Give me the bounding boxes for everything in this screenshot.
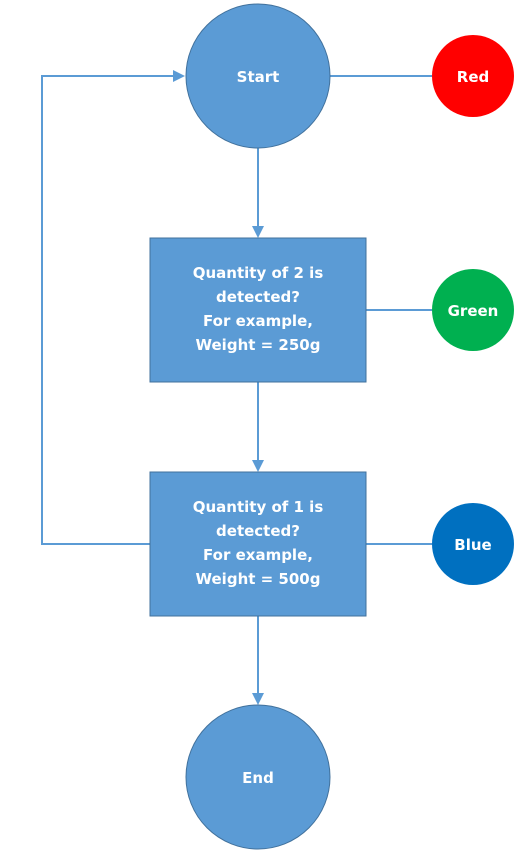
arrowhead-step2 [252,460,264,472]
end-label: End [242,769,274,787]
blue-output-node: Blue [432,503,514,585]
end-node: End [185,704,331,850]
arrowhead-end [252,693,264,705]
step1-box [149,237,367,383]
connectors [41,70,432,705]
step1-line-3: For example, [203,312,313,330]
connector-loop-back [41,75,175,545]
step1-line-4: Weight = 250g [196,336,321,354]
step1-line-1: Quantity of 2 is [193,264,324,282]
green-label: Green [448,302,499,320]
red-output-node: Red [432,35,514,117]
step1-node: Quantity of 2 is detected? For example, … [149,237,367,383]
blue-circle [432,503,514,585]
step2-line-2: detected? [216,522,300,540]
arrowhead-loop-back [173,70,185,82]
start-label: Start [237,68,280,86]
step2-line-1: Quantity of 1 is [193,498,324,516]
green-circle [432,269,514,351]
start-node: Start [185,3,331,149]
green-output-node: Green [432,269,514,351]
step2-line-4: Weight = 500g [196,570,321,588]
start-circle [185,3,331,149]
arrowhead-step1 [252,226,264,238]
step1-line-2: detected? [216,288,300,306]
step2-box [149,471,367,617]
red-circle [432,35,514,117]
end-circle [185,704,331,850]
red-label: Red [457,68,489,86]
blue-label: Blue [454,536,491,554]
step2-node: Quantity of 1 is detected? For example, … [149,471,367,617]
step2-line-3: For example, [203,546,313,564]
